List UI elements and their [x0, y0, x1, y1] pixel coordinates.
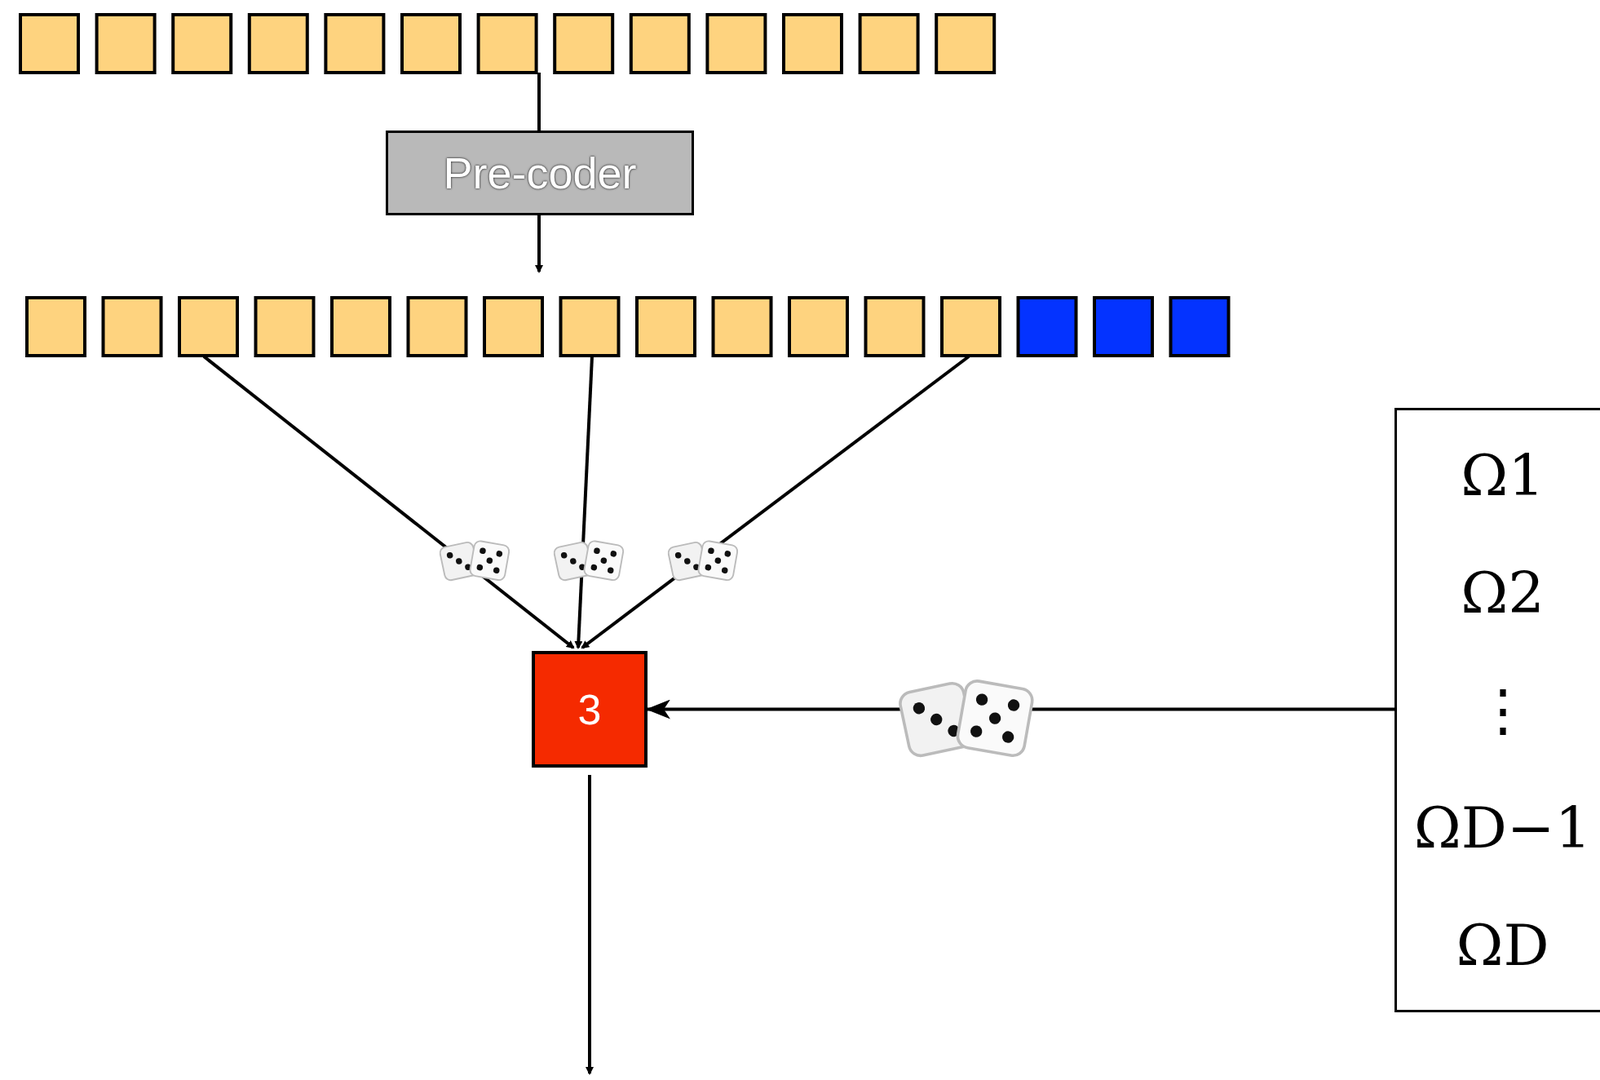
- symbol-square: [249, 14, 308, 73]
- symbol-square: [1018, 297, 1077, 356]
- symbol-square: [97, 14, 155, 73]
- node-text: ΩD−1: [1414, 769, 1592, 887]
- symbol-square: [325, 14, 384, 73]
- dice-icon: [667, 539, 739, 581]
- symbol-square: [860, 14, 919, 73]
- feed-line: [537, 72, 541, 131]
- symbol-square: [478, 14, 537, 73]
- symbol-square: [561, 297, 619, 356]
- symbol-square: [636, 297, 695, 356]
- symbol-square: [866, 297, 924, 356]
- output-symbol: 3: [531, 650, 648, 768]
- symbol-square: [936, 14, 995, 73]
- process-box: Pre-coder: [385, 130, 694, 216]
- node-text: 3: [578, 685, 602, 734]
- dice-icon: [438, 539, 510, 581]
- symbol-square: [256, 297, 314, 356]
- output-arrow: [587, 774, 592, 1074]
- symbol-square: [707, 14, 765, 73]
- symbol-square: [26, 297, 85, 356]
- selection-line: [582, 356, 969, 648]
- symbol-square: [1094, 297, 1153, 356]
- symbol-square: [789, 297, 848, 356]
- symbol-square: [331, 297, 390, 356]
- node-text: Ω1: [1460, 416, 1545, 535]
- symbol-square: [713, 297, 772, 356]
- symbol-square: [941, 297, 1000, 356]
- symbol-square: [402, 14, 460, 73]
- feed-arrow: [537, 215, 541, 272]
- symbol-rows: [20, 14, 1229, 356]
- symbol-square: [20, 14, 79, 73]
- node-text: ΩD: [1455, 886, 1549, 1004]
- distribution-box: Ω1Ω2⋮ΩD−1ΩD: [1394, 407, 1600, 1013]
- symbol-square: [408, 297, 467, 356]
- symbol-square: [172, 14, 231, 73]
- symbol-square: [179, 297, 238, 356]
- node-text: Ω2: [1460, 534, 1545, 652]
- symbol-square: [783, 14, 842, 73]
- symbol-square: [484, 297, 543, 356]
- dice-icon: [897, 679, 1035, 758]
- node-text: Pre-coder: [442, 147, 637, 199]
- selection-line: [578, 356, 593, 648]
- node-text: ⋮: [1474, 651, 1532, 770]
- symbol-square: [631, 14, 690, 73]
- dice-icon: [552, 539, 624, 581]
- selection-line: [203, 356, 574, 648]
- symbol-square: [103, 297, 162, 356]
- symbol-square: [554, 14, 613, 73]
- symbol-square: [1171, 297, 1229, 356]
